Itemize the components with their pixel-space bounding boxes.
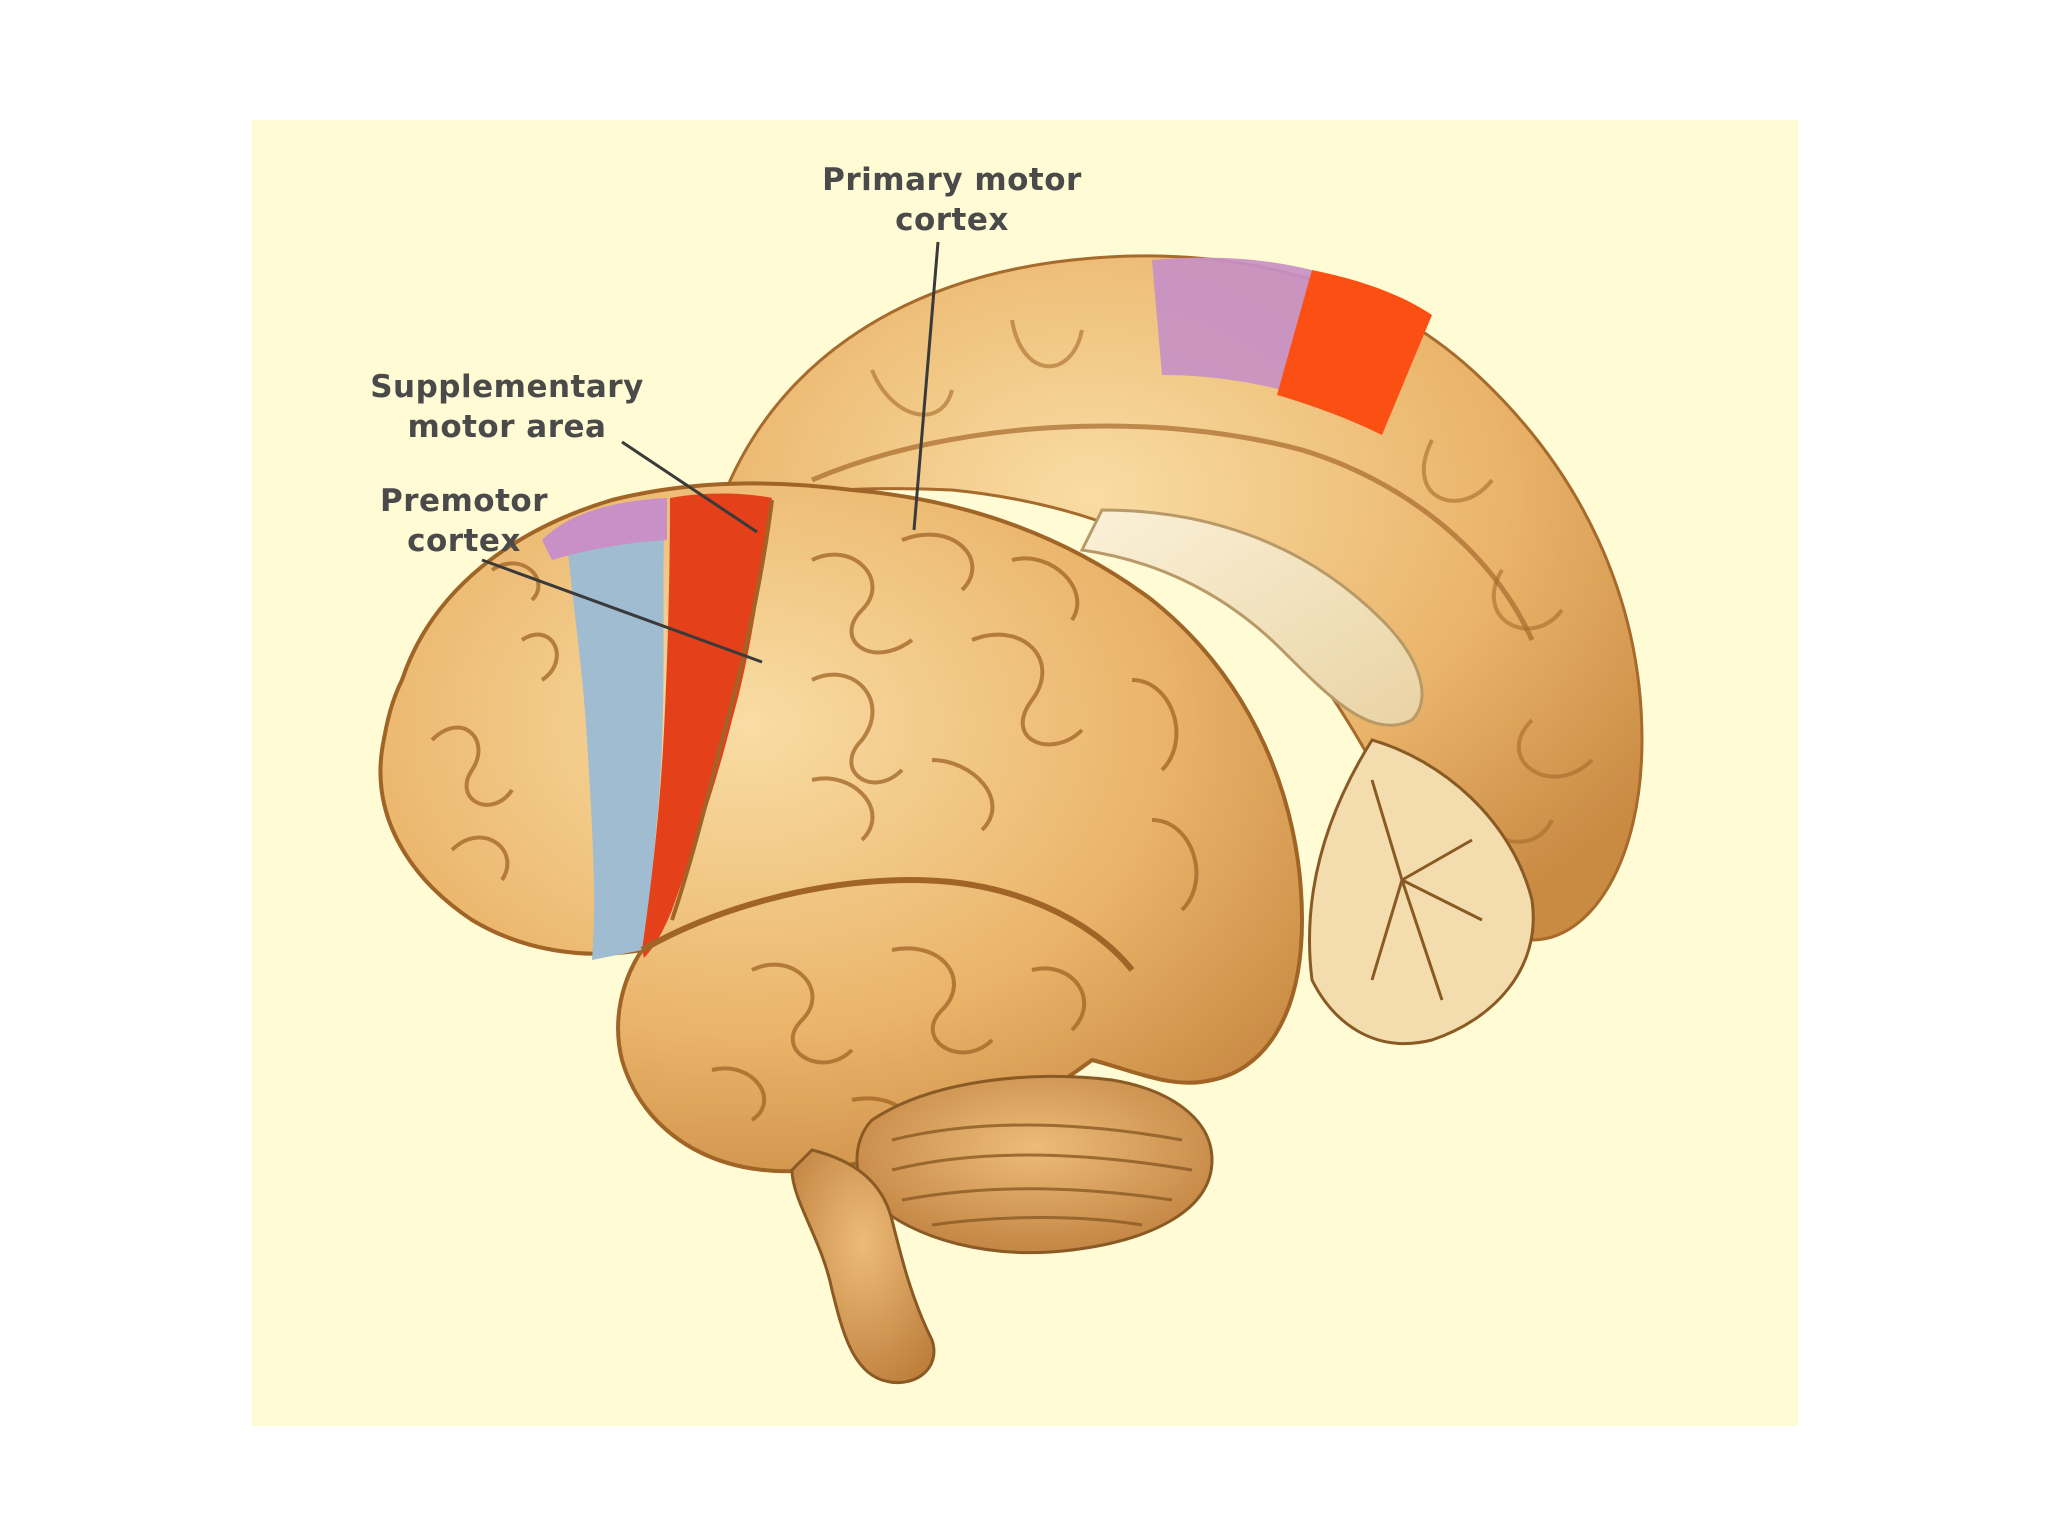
label-premotor-line2: cortex [407, 523, 521, 559]
brain-diagram: Primary motor cortex Supplementary motor… [252, 120, 1798, 1426]
leader-line-primary-motor [912, 241, 940, 531]
diagram-panel: Primary motor cortex Supplementary motor… [252, 120, 1798, 1426]
leader-line-premotor [481, 558, 763, 664]
lateral-cerebellum [855, 1074, 1214, 1254]
lateral-hemisphere [378, 481, 1305, 1174]
label-premotor-line1: Premotor [380, 483, 548, 519]
label-primary-motor-line1: Primary motor [822, 162, 1082, 198]
leader-line-supplementary-motor [621, 440, 758, 534]
supplementary-motor-region [542, 498, 667, 560]
medial-cerebellum [1308, 738, 1535, 1046]
label-supplementary-motor-line2: motor area [408, 409, 607, 445]
brainstem [790, 1148, 936, 1385]
corpus-callosum [1079, 508, 1424, 727]
primary-motor-cortex-region [642, 493, 772, 958]
label-primary-motor-line2: cortex [895, 202, 1009, 238]
primary-motor-medial [1277, 270, 1432, 435]
label-supplementary-motor-line1: Supplementary [370, 369, 644, 405]
premotor-cortex-region [567, 530, 664, 960]
supplementary-motor-medial [1152, 257, 1312, 390]
